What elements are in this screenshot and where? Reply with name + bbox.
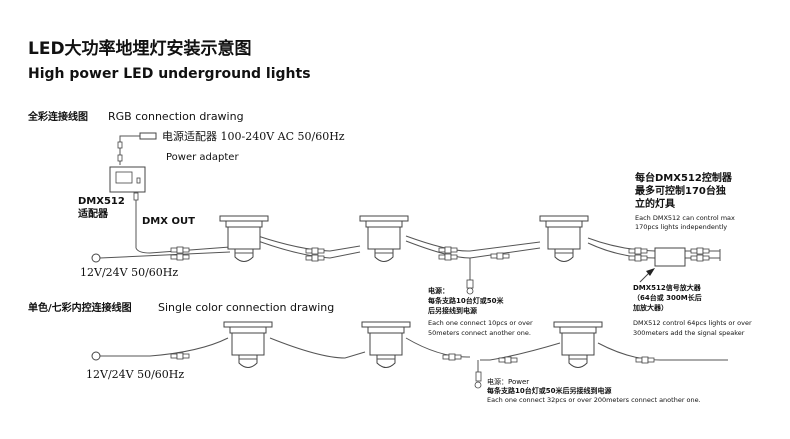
amplifier-cn-1: DMX512信号放大器 xyxy=(633,283,702,292)
lamp-rgb-3 xyxy=(539,215,589,262)
rgb-label-en: RGB connection drawing xyxy=(108,110,244,123)
adapter-label-en: Power adapter xyxy=(166,152,239,163)
power-adapter-plug xyxy=(117,132,157,165)
amplifier-en-2: 300meters add the signal speaker xyxy=(633,329,745,337)
dmx-out-label: DMX OUT xyxy=(142,216,195,227)
max-note-cn-3: 立的灯具 xyxy=(635,197,675,210)
title-cn: LED大功率地埋灯安装示意图 xyxy=(28,38,252,59)
single-power-input: 12V/24V 50/60Hz xyxy=(86,368,184,381)
amplifier-cn-2: （64台或 300M长后 xyxy=(633,293,702,302)
controller-label: DMX512 xyxy=(78,196,125,207)
signal-amplifier xyxy=(654,247,686,267)
single-wiring xyxy=(91,337,728,389)
dmx512-controller xyxy=(109,166,146,201)
single-label-en: Single color connection drawing xyxy=(158,301,334,314)
power-note-en-1: Each one connect 10pcs or over xyxy=(428,319,533,327)
power-note-cn-2: 每条支路10台灯或50米 xyxy=(428,296,504,305)
lamp-single-3 xyxy=(553,321,603,368)
single-power-note-cn: 每条支路10台灯或50米后另接线到电源 xyxy=(487,386,611,395)
amplifier-en-1: DMX512 control 64pcs lights or over xyxy=(633,319,752,327)
rgb-wiring xyxy=(91,200,721,295)
rgb-power-input: 12V/24V 50/60Hz xyxy=(80,266,178,279)
rgb-label-cn: 全彩连接线图 xyxy=(27,110,88,123)
power-note-en-2: 50meters connect another one. xyxy=(428,329,531,337)
lamp-rgb-2 xyxy=(359,215,409,262)
title-en: High power LED underground lights xyxy=(28,66,311,82)
lamp-single-2 xyxy=(361,321,411,368)
adapter-label-cn: 电源适配器 100-240V AC 50/60Hz xyxy=(162,129,345,143)
controller-label-cn: 适配器 xyxy=(78,207,109,220)
single-power-note-title: 电源：Power xyxy=(487,377,529,386)
amplifier-cn-3: 加放大器） xyxy=(632,303,668,312)
single-power-note-en: Each one connect 32pcs or over 200meters… xyxy=(487,396,701,404)
power-note-cn-1: 电源： xyxy=(428,286,449,295)
lamp-single-1 xyxy=(223,321,273,368)
max-note-en-2: 170pcs lights independently xyxy=(635,223,727,231)
max-note-cn-1: 每台DMX512控制器 xyxy=(635,171,733,184)
single-label-cn: 单色/七彩内控连接线图 xyxy=(28,301,132,314)
max-note-cn-2: 最多可控制170台独 xyxy=(635,184,726,197)
lamp-rgb-1 xyxy=(219,215,269,262)
power-note-cn-3: 后另接线到电源 xyxy=(428,306,477,315)
max-note-en-1: Each DMX512 can control max xyxy=(635,214,735,222)
